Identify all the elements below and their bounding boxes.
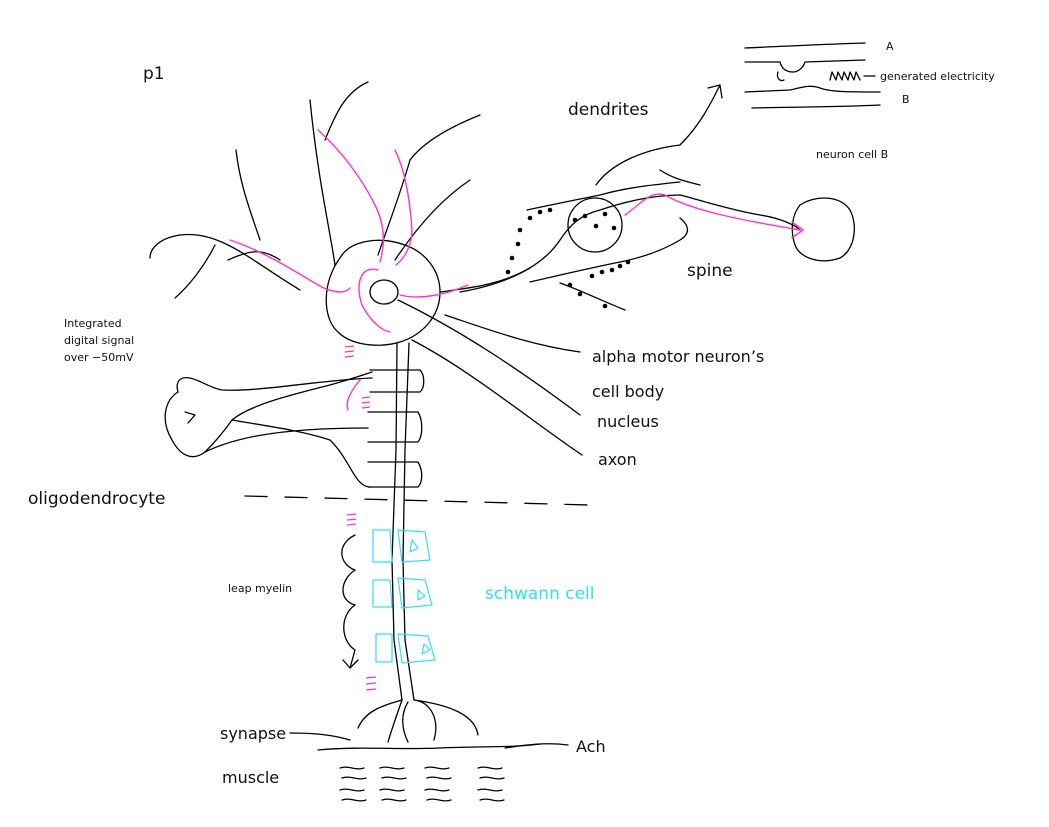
schwann-cell-3 bbox=[375, 633, 436, 664]
inset-generated-wave bbox=[829, 71, 861, 81]
signal-dendrite-top bbox=[317, 129, 384, 263]
spine-label: spine bbox=[687, 261, 733, 281]
schwann-cell-label: schwann cell bbox=[485, 584, 595, 604]
inset-a-label: A bbox=[886, 40, 894, 53]
signal-dendrite-left bbox=[229, 239, 351, 293]
spine-dots bbox=[505, 207, 631, 309]
oligodendrocyte-process-mid bbox=[204, 427, 369, 453]
schwann-nucleus-2 bbox=[417, 589, 426, 601]
muscle-label: muscle bbox=[222, 768, 279, 787]
page-id-label: p1 bbox=[143, 64, 165, 84]
schwann-nucleus-3 bbox=[421, 643, 431, 655]
leader-synapse bbox=[289, 732, 351, 741]
cell-body-label: cell body bbox=[592, 382, 664, 401]
inset-spine-left bbox=[776, 71, 785, 82]
muscle-surface bbox=[317, 743, 541, 751]
signal-path bbox=[229, 129, 804, 691]
signal-axon-arrow bbox=[346, 379, 361, 411]
leader-ach bbox=[504, 743, 569, 749]
dendrite-branch-left bbox=[149, 233, 301, 291]
inset-line-a bbox=[744, 59, 866, 73]
neuron-drawing bbox=[149, 42, 881, 802]
dendrite-b-lower bbox=[529, 217, 689, 283]
nucleus-label: nucleus bbox=[597, 412, 659, 431]
leader-axon bbox=[411, 339, 583, 456]
labels: p1 dendrites spine alpha motor neuron’s … bbox=[28, 40, 995, 787]
inset-line-a-top bbox=[744, 42, 866, 49]
oligodendrocyte-process-upper bbox=[176, 376, 373, 393]
inset-line-b bbox=[744, 85, 881, 93]
dendrite-branch-mid bbox=[309, 99, 336, 266]
cns-pns-boundary bbox=[244, 495, 591, 506]
nucleus-outline bbox=[369, 279, 399, 305]
neuron-cell-b-label: neuron cell B bbox=[816, 148, 888, 161]
schwann-nucleus-1 bbox=[409, 539, 419, 553]
axon-right-edge bbox=[402, 342, 415, 701]
integrated-signal-line3: over −50mV bbox=[64, 351, 134, 364]
schwann-cell-2 bbox=[372, 577, 433, 609]
axon-label: axon bbox=[598, 450, 637, 469]
synapse-label: synapse bbox=[220, 724, 286, 743]
dendrite-branch-center-2 bbox=[394, 179, 471, 261]
ach-label: Ach bbox=[576, 737, 606, 756]
schwann-cells bbox=[372, 529, 436, 664]
dendrite-b-connector bbox=[679, 194, 801, 231]
dendrite-b-spine-arm bbox=[559, 282, 626, 311]
dendrite-b-top bbox=[595, 84, 721, 186]
signal-dendrite-right bbox=[394, 149, 413, 266]
leap-myelin-label: leap myelin bbox=[228, 582, 292, 595]
dendrite-b-main bbox=[459, 194, 681, 293]
dendrite-b-arrowhead bbox=[707, 84, 723, 99]
muscle-fibers bbox=[339, 766, 505, 802]
signal-soma-loop bbox=[358, 268, 391, 333]
myelin-segment-1 bbox=[369, 369, 425, 393]
dendrite-branch-center bbox=[377, 114, 481, 256]
oligodendrocyte-body bbox=[164, 371, 373, 458]
inset-b-label: B bbox=[902, 93, 910, 106]
terminal-branches bbox=[357, 699, 479, 743]
inset-line-b-bottom bbox=[751, 104, 881, 109]
signal-spine bbox=[624, 193, 801, 231]
spine-highlight-circle bbox=[567, 197, 623, 253]
signal-ticks bbox=[344, 345, 377, 691]
dendrite-b-connector-2 bbox=[659, 169, 701, 186]
generated-electricity-label: generated electricity bbox=[880, 70, 995, 83]
dendrite-branch-left-low bbox=[174, 244, 216, 299]
cell-body-outline bbox=[325, 239, 441, 346]
neuron-b-cell-body bbox=[791, 197, 855, 262]
leader-alpha-motor bbox=[444, 314, 581, 353]
alpha-motor-neuron-label: alpha motor neuron’s bbox=[592, 347, 764, 366]
oligodendrocyte-label: oligodendrocyte bbox=[28, 489, 165, 509]
schwann-cell-1 bbox=[372, 529, 431, 563]
leader-nucleus bbox=[397, 299, 581, 416]
integrated-signal-line1: Integrated bbox=[64, 317, 122, 330]
myelin-segment-2 bbox=[367, 411, 423, 443]
dendrite-branch-left-top bbox=[235, 149, 261, 241]
soma-branch-right bbox=[439, 267, 531, 293]
integrated-signal-line2: digital signal bbox=[64, 334, 134, 347]
axon-left-edge bbox=[391, 342, 403, 701]
oligodendrocyte-process-lower bbox=[231, 419, 371, 488]
dendrite-branch-mid-curl bbox=[324, 81, 369, 141]
leap-myelin-arrowhead bbox=[342, 659, 359, 669]
dendrite-strand-1 bbox=[227, 251, 281, 261]
oligodendrocyte-inner bbox=[184, 411, 196, 424]
signal-soma-right bbox=[399, 284, 469, 298]
signal-spine-arrowhead bbox=[791, 221, 804, 239]
dendrite-b-upper bbox=[526, 181, 681, 211]
leap-myelin-squiggle bbox=[341, 534, 356, 669]
dendrites-label: dendrites bbox=[568, 100, 649, 120]
myelin-segment-3 bbox=[367, 461, 423, 488]
